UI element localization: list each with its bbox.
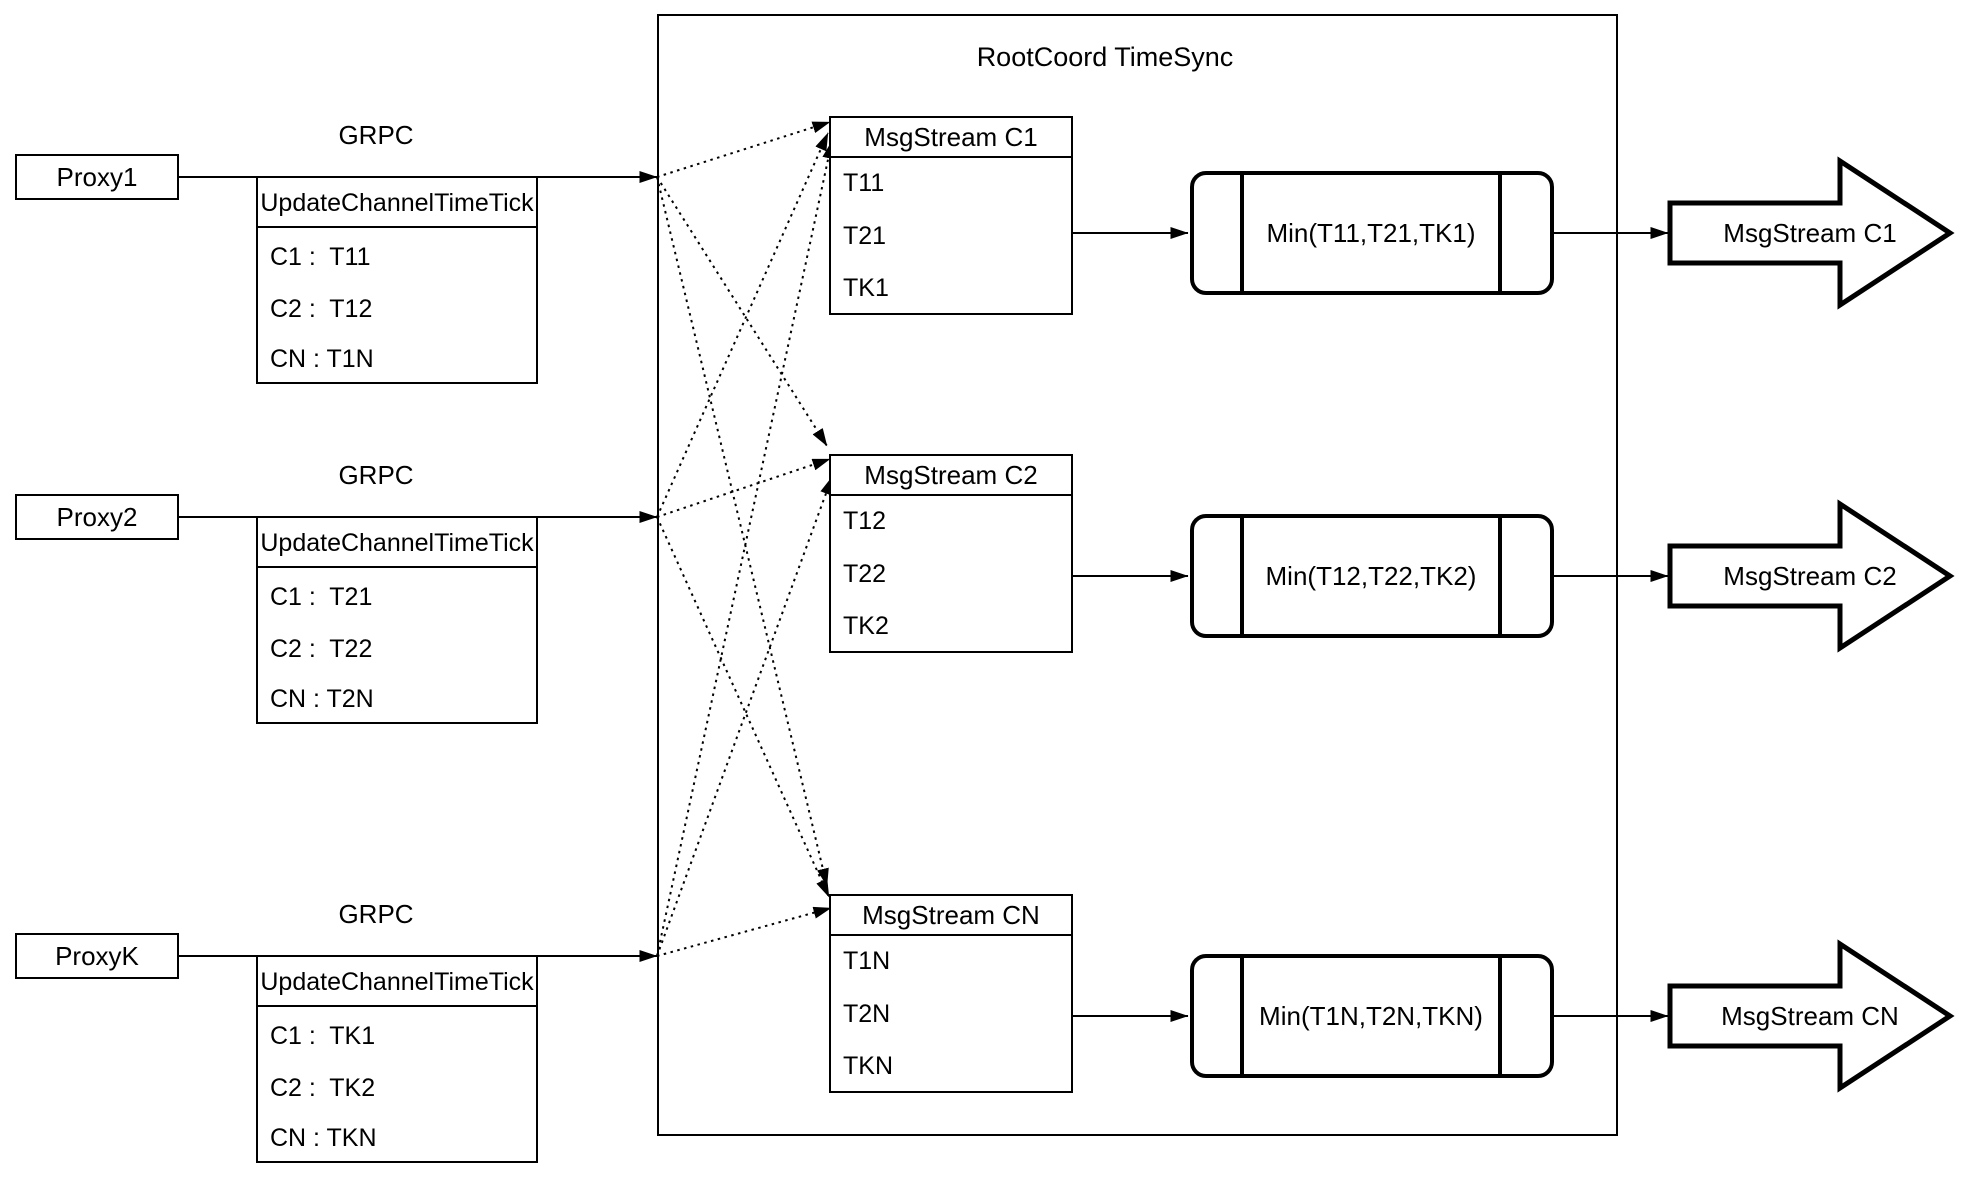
min-node-3: Min(T1N,T2N,TKN) [1190,954,1554,1078]
table-header: MsgStream CN [862,900,1040,930]
proxyk-box [15,933,179,979]
update-channel-timetick-table-3: UpdateChannelTimeTick C1 : TK1 C2 : TK2 … [256,955,538,1163]
dotted-edge-proxy1-to-msgstream-cn [656,176,829,887]
proxy2-box [15,494,179,540]
msgstream-table-c1: MsgStream C1 T11 T21 TK1 [829,116,1073,315]
dotted-edge-proxyk-to-msgstream-cn [656,906,832,957]
table-row: C2 : TK2 [270,1074,375,1102]
table-row: C1 : TK1 [270,1022,375,1050]
table-box [829,116,1073,315]
min-label: Min(T1N,T2N,TKN) [1259,1001,1483,1031]
dotted-edge-proxy1-to-msgstream-c1 [656,121,831,178]
block-arrow-shape [1667,156,1955,310]
min-node-2: Min(T12,T22,TK2) [1190,514,1554,638]
table-header: UpdateChannelTimeTick [260,968,534,996]
table-box [829,894,1073,1093]
table-row: T21 [843,222,886,250]
output-stream-arrow-c1: MsgStream C1 [1667,156,1955,310]
table-header: MsgStream C2 [864,460,1037,490]
dotted-edge-proxy2-to-msgstream-c2 [656,458,831,518]
table-row: C2 : T12 [270,295,372,323]
proxy1-box [15,154,179,200]
table-box [829,454,1073,653]
proxy2-label: Proxy2 [57,502,138,532]
grpc-label-2: GRPC [338,460,413,490]
block-arrow-shape [1667,939,1955,1093]
table-row: CN : TKN [270,1124,377,1152]
update-channel-timetick-table-2: UpdateChannelTimeTick C1 : T21 C2 : T22 … [256,516,538,724]
table-row: T11 [843,169,884,197]
min-node-1: Min(T11,T21,TK1) [1190,171,1554,295]
proxy1-label: Proxy1 [57,162,138,192]
grpc-label-3: GRPC [338,899,413,929]
table-row: T22 [843,560,886,588]
update-channel-timetick-table-1: UpdateChannelTimeTick C1 : T11 C2 : T12 … [256,176,538,384]
grpc-label-1: GRPC [338,120,413,150]
table-row: T12 [843,507,886,535]
table-row: TK2 [843,612,889,640]
dotted-edge-proxyk-to-msgstream-c2 [656,476,833,957]
msgstream-table-cn: MsgStream CN T1N T2N TKN [829,894,1073,1093]
proxyk-label: ProxyK [55,941,139,971]
table-header: MsgStream C1 [864,122,1037,152]
min-label: Min(T11,T21,TK1) [1266,218,1475,248]
output-stream-label: MsgStream C2 [1723,561,1896,591]
dotted-edge-proxyk-to-msgstream-c1 [656,140,835,957]
table-box [256,516,538,724]
table-row: C1 : T11 [270,243,371,271]
table-header: UpdateChannelTimeTick [260,189,534,217]
output-stream-label: MsgStream C1 [1723,218,1896,248]
table-row: CN : T1N [270,345,374,373]
output-stream-arrow-cn: MsgStream CN [1667,939,1955,1093]
output-stream-label: MsgStream CN [1721,1001,1899,1031]
table-box [256,176,538,384]
msgstream-table-c2: MsgStream C2 T12 T22 TK2 [829,454,1073,653]
table-row: T2N [843,1000,890,1028]
table-header: UpdateChannelTimeTick [260,529,534,557]
timetick-fanout-edges [656,121,835,957]
table-row: T1N [843,947,890,975]
table-row: C1 : T21 [270,583,372,611]
block-arrow-shape [1667,499,1955,653]
dotted-edge-proxy2-to-msgstream-c1 [656,132,829,518]
table-row: TK1 [843,274,889,302]
table-row: CN : T2N [270,685,374,713]
table-box [256,955,538,1163]
rootcoord-title: RootCoord TimeSync [977,42,1234,72]
min-label: Min(T12,T22,TK2) [1266,561,1477,591]
output-stream-arrow-c2: MsgStream C2 [1667,499,1955,653]
table-row: TKN [843,1052,893,1080]
table-row: C2 : T22 [270,635,372,663]
